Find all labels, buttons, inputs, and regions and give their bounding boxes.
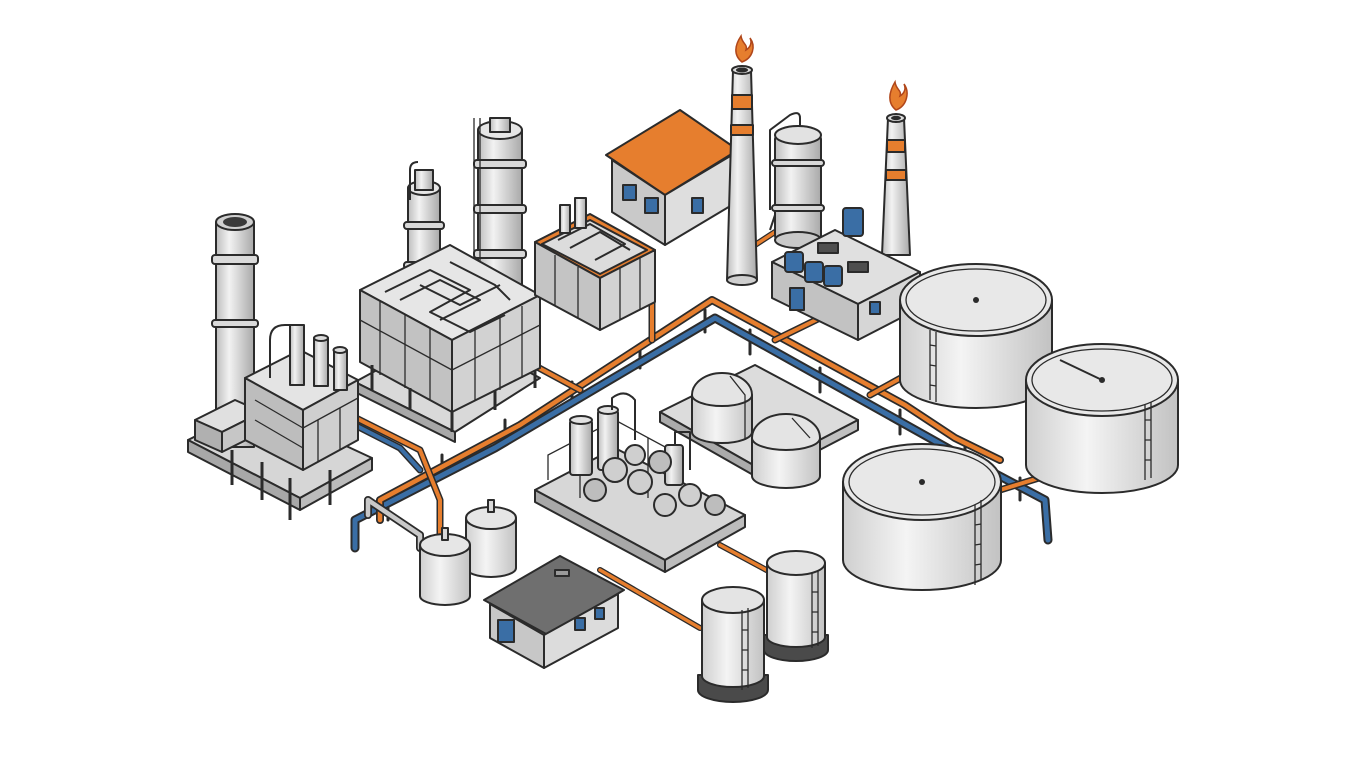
pump-cluster: [583, 444, 726, 517]
small-tank-1: [465, 499, 517, 578]
dome-tank-1: [691, 372, 753, 444]
pressure-vessel: [769, 112, 825, 249]
vent-pipes: [269, 324, 348, 391]
pipe-orange-left-unit-fill: [328, 403, 442, 542]
compressor-unit: [534, 197, 656, 331]
ladder-icon: [791, 417, 811, 439]
pipe-blue-left-unit-fill: [343, 418, 422, 472]
flare-flame-icon: [735, 33, 754, 63]
slab-reactor-unit-edge2: [664, 514, 746, 573]
ladder-icon: [1144, 402, 1152, 480]
central-process-unit: [359, 117, 541, 432]
dome-tank-2: [751, 413, 821, 489]
pipe-rack-network: [326, 229, 1069, 631]
building-windows: [622, 184, 704, 214]
slab-left-unit-edge2: [299, 457, 373, 511]
vertical-tank-1: [697, 586, 769, 703]
ladder-icon: [729, 375, 746, 440]
pipe-grey-left-fill: [365, 497, 423, 551]
vertical-tank-2: [763, 550, 829, 662]
building-icon: [605, 109, 739, 246]
piping-coils: [384, 261, 511, 333]
small-tank-2: [419, 527, 471, 606]
pipe-orange-control-fill: [773, 316, 822, 342]
utility-building: [771, 207, 921, 341]
compressor-vents: [559, 197, 587, 234]
flare-stack-2: [881, 79, 911, 256]
reactor-unit: [547, 392, 726, 517]
ladder-icon: [741, 608, 749, 690]
pipe-orange-main-fill: [377, 297, 1003, 523]
pipe-orange-service-fill: [598, 568, 702, 630]
ladder-icon: [974, 500, 982, 585]
storage-tank-icon: [1025, 343, 1179, 494]
blue-equipment: [784, 207, 869, 287]
pipe-orange-stack-fill: [753, 230, 777, 247]
flare-flame-icon: [889, 79, 908, 111]
reactor-vessels: [569, 392, 691, 486]
flare-stack-1: [726, 33, 758, 286]
ladder-icon: [811, 570, 819, 648]
distillation-column-icon: [403, 161, 445, 309]
left-process-unit: [194, 213, 359, 520]
building-icon: [483, 555, 625, 669]
storage-tank-icon: [842, 443, 1002, 591]
pipe-blue-main-fill: [352, 315, 1051, 551]
ladder-icon: [929, 330, 937, 402]
